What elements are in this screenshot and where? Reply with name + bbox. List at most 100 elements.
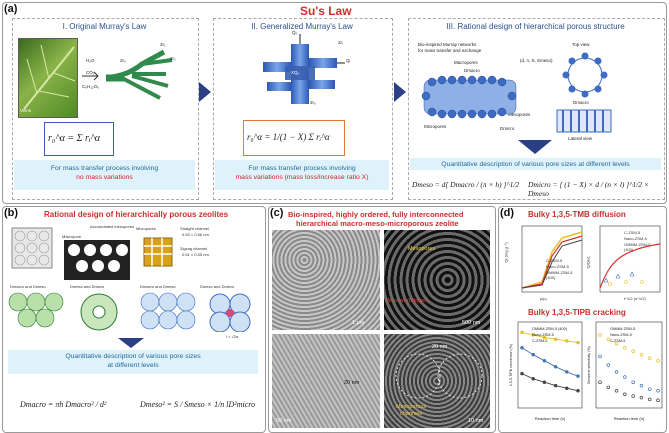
data-point	[553, 383, 558, 388]
data-point	[520, 371, 524, 376]
col1-desc: For mass transfer process involving no m…	[14, 160, 195, 190]
ylabel2: Q/Qeq	[585, 256, 591, 269]
series-line	[521, 331, 579, 344]
data-point	[576, 389, 580, 393]
panel-c-label: (c)	[270, 207, 284, 219]
scale-3-label: 50 nm	[276, 418, 292, 424]
col2-box	[213, 18, 393, 200]
data-point	[639, 395, 644, 400]
arrow-icon	[82, 71, 99, 81]
circle-packing-icon-1	[8, 292, 64, 328]
top-view-ring-icon	[562, 52, 608, 98]
panel-b-label: (b)	[4, 207, 19, 219]
legend2a-0: C-ZSM-5	[624, 230, 641, 235]
x-axis-label: Reaction time (h)	[614, 416, 645, 421]
scale-2-label: 500 nm	[462, 320, 481, 326]
top-view-label: Top view	[572, 42, 590, 47]
data-point	[542, 335, 547, 340]
legend2a-1: Nano-ZSM-5	[624, 236, 647, 241]
macropores-label: Macropores	[454, 60, 478, 65]
down-arrow-icon-b	[118, 338, 144, 348]
col2-desc: For mass transfer process involving mass…	[215, 160, 389, 190]
down-arrow-icon	[518, 140, 552, 154]
lateral-view-label: Lateral view	[568, 136, 593, 141]
zigzag-dim-label: 0.51 × 0.55 nm	[182, 252, 209, 257]
legend-entry: OMMM-ZSM-5	[610, 327, 635, 331]
legend-entry: OMMM-ZSM-5 (400)	[532, 327, 568, 331]
xlabel1: p/p₀	[540, 296, 548, 301]
legend-entry: C-ZSM-5	[532, 339, 547, 343]
panel-b-desc: Quantitative description of various pore…	[8, 350, 258, 374]
scale-4-label: 10 nm	[468, 418, 484, 424]
params-label: (d, n, S, Smeso)	[520, 58, 553, 63]
col1-desc-line1: For mass transfer process involving	[50, 165, 159, 172]
panel-b-title: Rational design of hierarchically porous…	[44, 210, 229, 219]
data-point	[647, 387, 652, 391]
d20-a-label: 20 nm	[344, 380, 360, 386]
dmacro-label: Dmacro	[464, 68, 480, 73]
data-point	[614, 389, 619, 393]
pair-label-2: Dmeso and Dmicro	[70, 284, 105, 289]
data-point	[614, 370, 619, 374]
panel-b-formula-1: Dmacro = πh Dmacro² / d²	[20, 400, 107, 409]
dmicro-formula: Dmicro = [ (1 − X) × d / (n × l) ]^1/2 ×…	[528, 180, 649, 198]
data-point	[531, 377, 535, 381]
col3-box	[408, 18, 665, 200]
legend-entry: Nano-ZSM-5	[610, 333, 632, 337]
circle-packing-icon-2	[80, 293, 118, 331]
panel-d-title-2: Bulky 1,3,5-TIPB cracking	[528, 308, 626, 317]
data-point	[656, 389, 660, 393]
data-point	[553, 337, 558, 341]
generalized-formula-box: r₀^α = 1/(1 − X) Σ rᵢ^α	[243, 120, 345, 156]
mesopores-label: Mesopores	[508, 112, 531, 117]
straight-dim-label: 0.53 × 0.56 nm	[182, 232, 209, 237]
data-point	[631, 380, 635, 384]
y-axis-label: Benzene selectivity (%)	[587, 346, 591, 383]
l-equation-label: l = √2a	[226, 334, 239, 339]
data-point	[606, 385, 611, 390]
dmeso-formula: Dmeso = d[ Dmacro / (π × h) ]^1/2	[412, 180, 520, 189]
pore-circles-icon	[395, 353, 483, 399]
col1-desc-line2: no mass variations	[76, 174, 133, 181]
panel-c-title-1: Bio-inspired, highly ordered, fully inte…	[288, 210, 464, 219]
series-line	[521, 373, 579, 392]
tem-image-1	[272, 334, 380, 428]
xlabel2: t^1/2 (s^1/2)	[624, 296, 646, 301]
tem-image-2	[384, 334, 490, 428]
data-point	[623, 346, 627, 350]
ri-label: 2rᵢ	[338, 40, 343, 45]
y-axis-label: 1,3,5-TIPB conversion (%)	[509, 344, 513, 386]
legend-entry: Nano-ZSM-5	[532, 333, 554, 337]
sem-image-1	[272, 230, 380, 330]
data-point	[542, 380, 547, 384]
data-point	[656, 358, 660, 363]
data-point	[576, 340, 580, 345]
col2-desc-line1: For mass transfer process involving	[248, 165, 356, 172]
murray-network-icon	[421, 75, 517, 119]
panel-a-title: Su's Law	[300, 4, 352, 18]
lattice-cube-icon	[11, 227, 53, 269]
dmicro-label: Dmicro	[500, 126, 515, 131]
panel-b-desc-line1: Quantitative description of various pore…	[65, 353, 201, 360]
data-point	[631, 349, 635, 353]
co2-label: CO₂	[86, 70, 95, 75]
data-point	[520, 330, 524, 335]
data-point	[565, 386, 569, 390]
straight-channel-label: Straight channel	[180, 226, 209, 231]
circle-packing-icon-3	[140, 292, 196, 330]
data-point	[520, 346, 524, 350]
col1-title: I. Original Murray's Law	[62, 22, 147, 31]
panel-d-label: (d)	[500, 207, 515, 219]
data-point	[606, 363, 611, 367]
data-point	[542, 358, 547, 363]
data-point	[531, 352, 535, 357]
data-point	[606, 337, 611, 341]
rc-label: 2r₀	[120, 58, 126, 63]
data-point	[623, 375, 627, 379]
data-point	[639, 352, 644, 357]
veins-label: Veins	[20, 108, 32, 113]
mesoporous-label-2: channels	[400, 411, 423, 417]
generalized-formula: r₀^α = 1/(1 − X) Σ rᵢ^α	[247, 132, 330, 142]
micropores-label: Micropores	[424, 124, 447, 129]
